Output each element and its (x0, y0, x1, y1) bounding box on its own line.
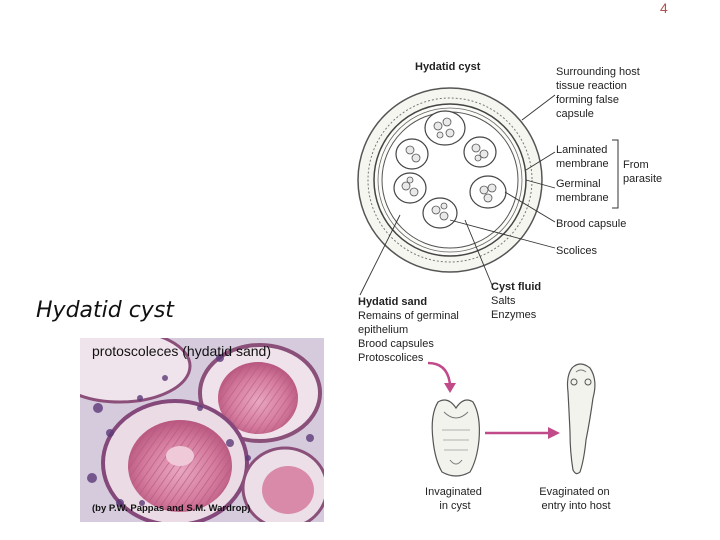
arrow-to-evaginated (485, 427, 560, 439)
hydatid-sand-label: Hydatid sand Remains of germinal epithel… (358, 296, 462, 364)
brood-capsules (393, 110, 507, 229)
hydatid-cyst-diagram: Hydatid cyst (357, 61, 662, 512)
evaginated-label: Evaginated on entry into host (539, 486, 612, 512)
diagram-heading: Hydatid cyst (415, 61, 481, 73)
host-capsule-label: Surrounding host tissue reaction forming… (556, 66, 643, 120)
photo-title: protoscoleces (hydatid sand) (92, 343, 271, 359)
photo-credit: (by P.W. Pappas and S.M. Wardrop) (92, 503, 251, 514)
cyst-illustration (357, 87, 543, 273)
cyst-fluid-label: Cyst fluid Salts Enzymes (491, 281, 544, 321)
leader-lines (359, 94, 556, 296)
parasite-bracket (612, 139, 619, 209)
protoscolices (401, 117, 497, 221)
scolices-label: Scolices (556, 245, 597, 257)
slide-title: Hydatid cyst (36, 298, 174, 323)
germinal-membrane-label: Germinal membrane (556, 178, 609, 204)
brood-capsule-label: Brood capsule (556, 218, 626, 230)
arrow-to-invaginated (427, 361, 456, 393)
invaginated-scolex-drawing (431, 399, 480, 477)
micrograph-drawing (80, 338, 324, 522)
corner-mark: 4 (660, 0, 668, 16)
from-parasite-label: From parasite (623, 159, 662, 185)
evaginated-scolex-drawing (566, 363, 596, 475)
laminated-membrane-label: Laminated membrane (556, 144, 610, 170)
invaginated-label: Invaginated in cyst (425, 486, 485, 512)
micrograph-image (80, 338, 324, 522)
